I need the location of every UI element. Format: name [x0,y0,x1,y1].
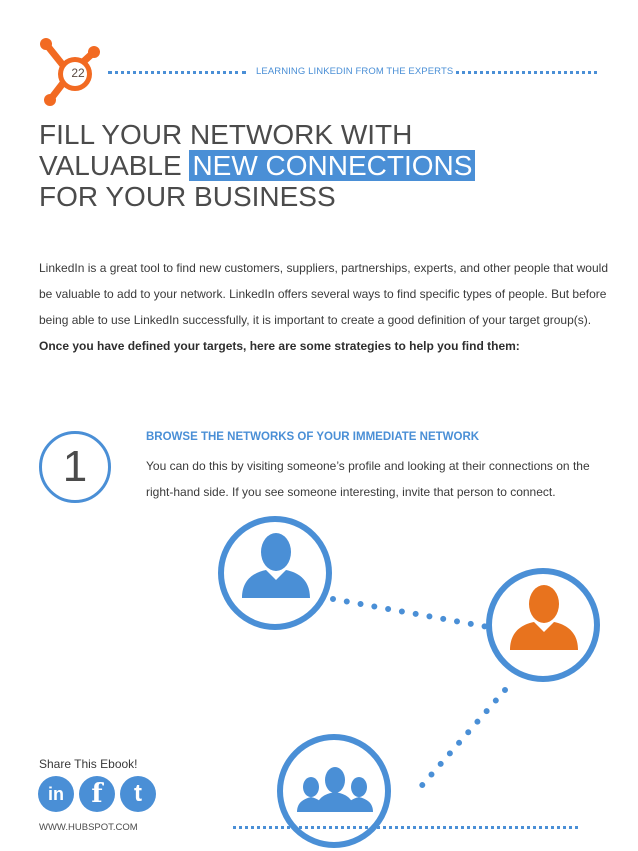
title-line-1: FILL YOUR NETWORK WITH [39,119,413,150]
title-highlight: NEW CONNECTIONS [189,150,476,181]
intro-bold-text: Once you have defined your targets, here… [39,339,520,353]
step-number: 1 [62,442,88,491]
linkedin-icon: in [48,783,64,804]
page-number: 22 [71,66,85,80]
user-icon [510,585,578,650]
step-body: You can do this by visiting someone’s pr… [146,459,590,499]
twitter-icon: t [134,780,142,807]
page-title: FILL YOUR NETWORK WITH VALUABLE NEW CONN… [39,119,599,212]
hubspot-logo-icon [40,38,100,106]
title-line-3: FOR YOUR BUSINESS [39,181,336,212]
header-divider-left [108,71,246,74]
users-group-icon [297,767,373,812]
title-line-2: VALUABLE NEW CONNECTIONS [39,150,599,181]
title-line-2-prefix: VALUABLE [39,150,182,181]
linkedin-share-button[interactable]: in [38,776,74,812]
facebook-icon: f [91,779,103,809]
step-circle [39,431,111,503]
connection-line-bottom [415,687,508,793]
intro-text: LinkedIn is a great tool to find new cus… [39,261,608,327]
step-heading: BROWSE THE NETWORKS OF YOUR IMMEDIATE NE… [146,431,480,443]
header-title: LEARNING LINKEDIN FROM THE EXPERTS [256,66,454,77]
share-label: Share This Ebook! [39,757,138,771]
user-icon [242,533,310,598]
footer-url[interactable]: WWW.HUBSPOT.COM [39,822,138,833]
footer-divider [233,826,578,829]
header-divider-right [456,71,597,74]
connection-line-top [330,596,491,630]
group-node [277,734,391,848]
person-orange-node [486,568,600,682]
twitter-share-button[interactable]: t [120,776,156,812]
facebook-share-button[interactable]: f [79,776,115,812]
person-blue-node [218,516,332,630]
intro-paragraph: LinkedIn is a great tool to find new cus… [39,255,609,359]
